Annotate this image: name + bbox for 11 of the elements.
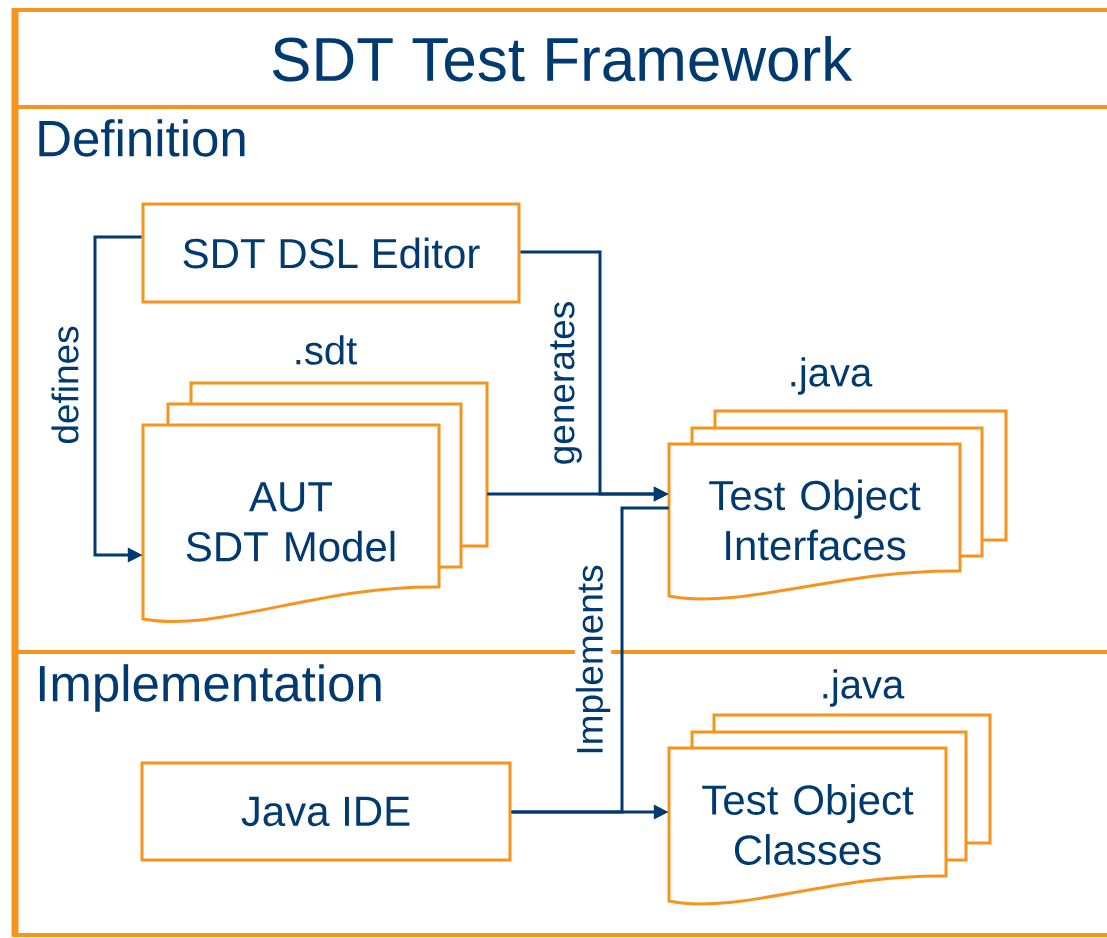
document-stack: Test Object Interfaces — [667, 409, 1008, 601]
document-stack: AUT SDT Model — [141, 381, 489, 623]
edge-label: defines — [50, 324, 80, 446]
file-extension-label: .java — [823, 669, 905, 707]
tool-box: SDT DSL Editor — [141, 202, 521, 304]
document-stack: Test Object Classes — [667, 713, 992, 906]
file-extension-label: .java — [791, 357, 873, 395]
tool-box: Java IDE — [140, 761, 512, 862]
edge-label: generates — [549, 299, 583, 467]
edge-label: Implements — [574, 563, 612, 757]
file-extension-label: .sdt — [296, 335, 357, 365]
